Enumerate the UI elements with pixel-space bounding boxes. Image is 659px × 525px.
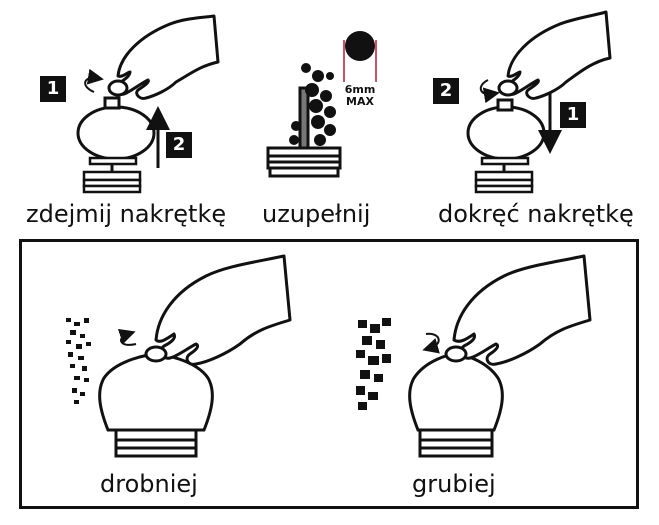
caption-coarser: grubiej — [412, 470, 496, 498]
step1-badge-second: 2 — [166, 132, 192, 158]
step3-grinder — [466, 98, 546, 194]
caption-tighten-nut: dokręć nakrętkę — [438, 200, 634, 228]
step3-hand — [497, 10, 612, 100]
max-label: MAX — [346, 95, 374, 108]
fine-grinder — [98, 352, 214, 458]
size-label: 6mm — [344, 83, 376, 96]
caption-remove-nut: zdejmij nakrętkę — [26, 200, 227, 228]
coarse-hand — [444, 254, 592, 366]
fine-rotate-arrow — [117, 328, 137, 346]
step3-badge-second: 1 — [560, 102, 586, 128]
fine-grounds — [66, 318, 91, 404]
step3-badge-first: 2 — [433, 78, 459, 104]
caption-finer: drobniej — [100, 470, 198, 498]
step3-rotate-arrow — [479, 79, 500, 104]
caption-refill: uzupełnij — [262, 200, 371, 228]
coarse-grinder — [408, 352, 504, 458]
step1-rotate-arrow — [84, 68, 104, 93]
step1-grinder — [76, 96, 156, 194]
peppercorns-falling — [289, 63, 336, 146]
size-indicator — [343, 31, 377, 82]
step1-hand — [107, 14, 220, 100]
step1-badge-first: 1 — [40, 76, 66, 102]
fine-hand — [144, 254, 292, 366]
grind-adjust-panel — [19, 239, 639, 509]
coarse-rotate-arrow — [422, 332, 440, 354]
coarse-grounds — [356, 318, 391, 410]
step2-base — [266, 86, 342, 178]
